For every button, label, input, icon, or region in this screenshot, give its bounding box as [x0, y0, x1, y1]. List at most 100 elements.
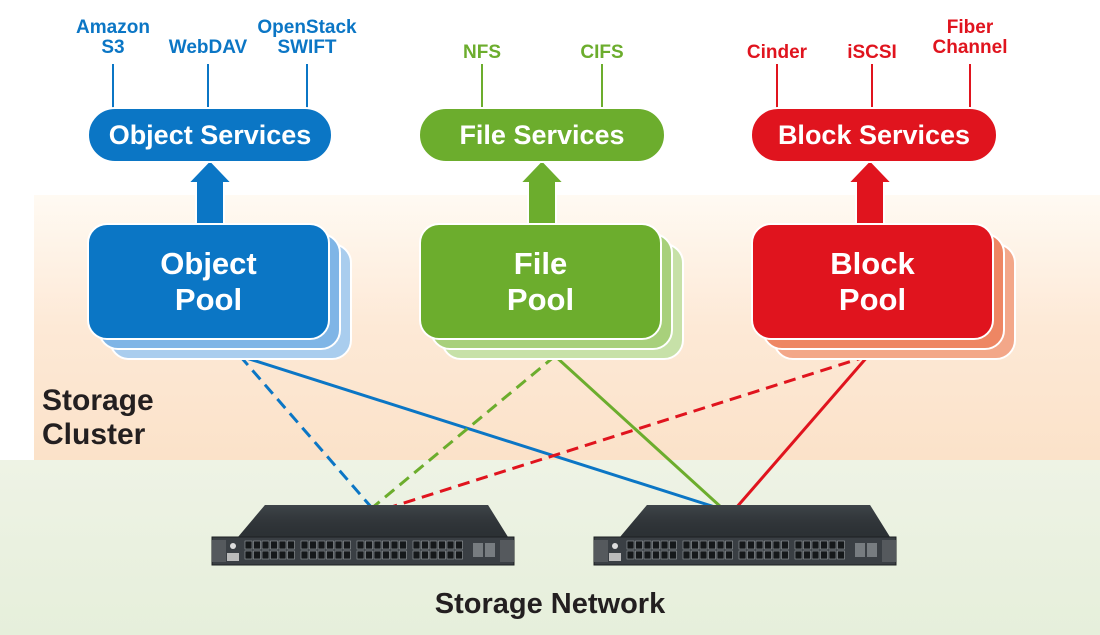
switch-port [412, 550, 421, 560]
switch-port [309, 550, 317, 560]
protocol-nfs: NFS [463, 42, 501, 63]
storage-network-label: Storage Network [434, 588, 666, 620]
switch-port [334, 550, 343, 560]
switch-port [309, 540, 317, 550]
protocol-cifs: CIFS [580, 42, 624, 63]
switch-port [326, 540, 334, 550]
switch-port [708, 550, 716, 560]
object-services-pill: Object Services [87, 107, 333, 163]
switch-uplink-port [473, 543, 483, 557]
switch-port [747, 540, 755, 550]
switch-port [725, 550, 733, 560]
switch-port [300, 540, 309, 550]
switch-port [438, 550, 446, 560]
block-pool: Block Pool [751, 223, 994, 340]
protocol-amazon-s3: Amazon S3 [76, 17, 150, 58]
switch-port [343, 540, 351, 550]
switch-port [738, 540, 747, 550]
switch-port [708, 540, 716, 550]
switch-uplink-port [855, 543, 865, 557]
switch-port [334, 540, 343, 550]
switch-port [682, 550, 691, 560]
switch-port [455, 540, 463, 550]
link-block-switch1 [387, 354, 869, 510]
switch-port [429, 540, 438, 550]
protocol-cinder: Cinder [746, 42, 808, 63]
switch-port [669, 540, 677, 550]
switch-port [244, 540, 253, 550]
switch-port [399, 550, 407, 560]
switch-port [626, 550, 635, 560]
switch-port [446, 540, 455, 550]
link-object-switch2 [239, 354, 719, 510]
switch-port [781, 550, 789, 560]
switch-port [373, 540, 382, 550]
switch-port [429, 550, 438, 560]
block-services-pill: Block Services [750, 107, 998, 163]
switch-port [270, 540, 278, 550]
switch-port [699, 550, 708, 560]
switch-port [669, 550, 677, 560]
switch-port [390, 550, 399, 560]
switch-port [794, 550, 803, 560]
switch-port [300, 550, 309, 560]
switch-port [652, 540, 660, 550]
switch-port [390, 540, 399, 550]
file-pool: File Pool [419, 223, 662, 340]
switch-port [317, 550, 326, 560]
switch-port [253, 540, 261, 550]
switch-port [716, 550, 725, 560]
link-block-switch2 [734, 355, 870, 509]
switch-port [455, 550, 463, 560]
switch-port [278, 550, 287, 560]
switch-port [764, 550, 772, 560]
block-up-arrow [845, 158, 895, 226]
switch-port [382, 550, 390, 560]
switch-port [660, 550, 669, 560]
switch-port [794, 540, 803, 550]
protocol-fiber-channel: Fiber Channel [932, 17, 1008, 58]
switch-port [270, 550, 278, 560]
link-object-switch1 [238, 355, 374, 509]
network-switch-2 [593, 505, 897, 566]
switch-port [652, 550, 660, 560]
network-switch-1 [211, 505, 515, 566]
switch-port [764, 540, 772, 550]
switch-port [244, 550, 253, 560]
switch-port [738, 550, 747, 560]
switch-port [828, 540, 837, 550]
protocol-openstack-swift: OpenStack SWIFT [257, 17, 357, 58]
switch-port [287, 550, 295, 560]
switch-port [716, 540, 725, 550]
switch-port [747, 550, 755, 560]
switch-uplink-port [485, 543, 495, 557]
switch-port [365, 550, 373, 560]
link-file-switch1 [371, 354, 556, 510]
switch-port [772, 540, 781, 550]
switch-port [343, 550, 351, 560]
switch-port [326, 550, 334, 560]
switch-port [803, 540, 811, 550]
switch-port [287, 540, 295, 550]
switch-port [356, 540, 365, 550]
switch-port [811, 550, 820, 560]
switch-port [660, 540, 669, 550]
switch-port [626, 540, 635, 550]
switch-port [399, 540, 407, 550]
switch-port [643, 540, 652, 550]
file-services-pill: File Services [418, 107, 666, 163]
switch-port [421, 540, 429, 550]
switch-port [725, 540, 733, 550]
switch-uplink-port [867, 543, 877, 557]
object-up-arrow [185, 158, 235, 226]
switch-port [382, 540, 390, 550]
switch-port [803, 550, 811, 560]
switch-port [837, 550, 845, 560]
switch-port [412, 540, 421, 550]
protocol-iscsi: iSCSI [847, 42, 897, 63]
object-pool: Object Pool [87, 223, 330, 340]
link-file-switch2 [553, 354, 724, 510]
switch-port [356, 550, 365, 560]
